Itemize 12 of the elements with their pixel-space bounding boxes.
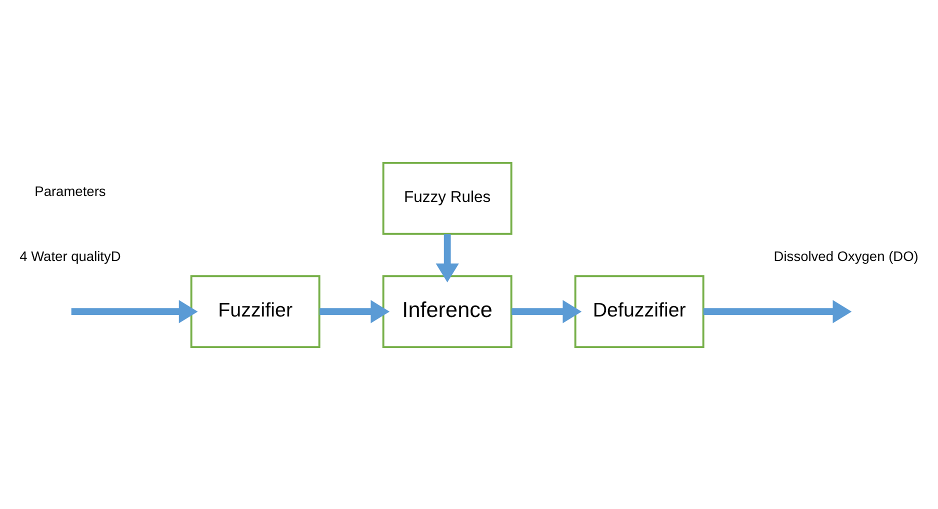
- node-box: Inference: [382, 274, 512, 348]
- label: 4 Water qualityD: [20, 248, 121, 264]
- arrow: [71, 300, 198, 323]
- arrow: [703, 300, 852, 323]
- arrow: [320, 300, 390, 323]
- arrow: [512, 300, 582, 323]
- node-box: Defuzzifier: [574, 274, 704, 348]
- label: Dissolved Oxygen (DO): [774, 248, 918, 264]
- node-box: Fuzzifier: [190, 274, 320, 348]
- label: Parameters: [34, 184, 106, 199]
- node-box: Fuzzy Rules: [382, 161, 512, 234]
- arrow: [436, 234, 459, 282]
